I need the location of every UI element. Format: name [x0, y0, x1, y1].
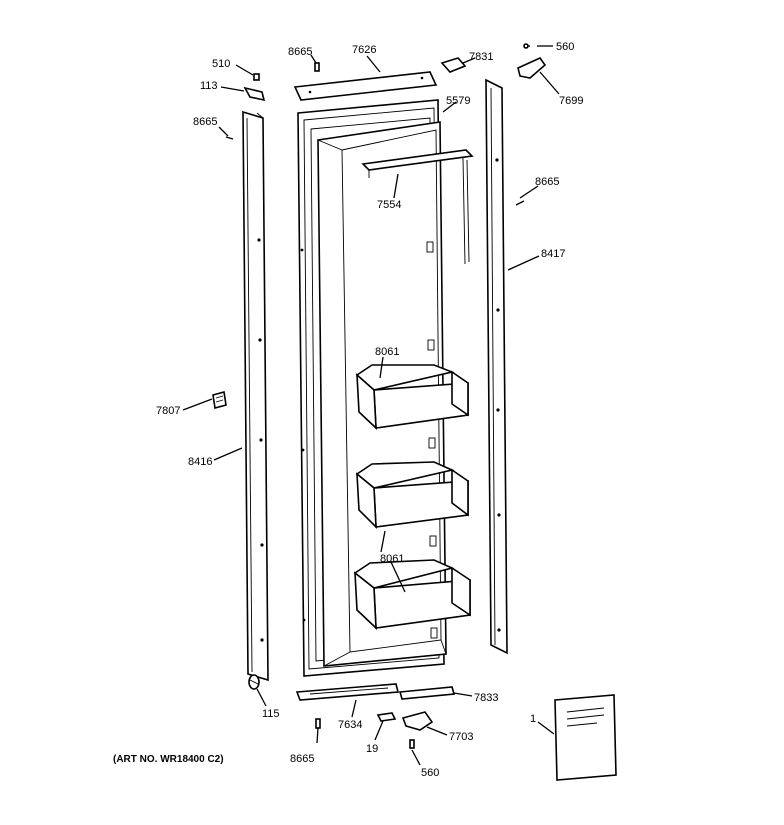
label-8061-top: 8061 [375, 346, 399, 358]
art-number: (ART NO. WR18400 C2) [113, 754, 224, 765]
screw-8665-bottom [315, 718, 321, 729]
screw-8665-right [515, 200, 525, 206]
label-7831: 7831 [469, 51, 493, 63]
label-7703: 7703 [449, 731, 473, 743]
label-510: 510 [212, 58, 230, 70]
cam-115 [248, 674, 260, 690]
label-8665-top: 8665 [288, 46, 312, 58]
door-shelf-bin-middle [355, 461, 469, 530]
left-side-trim-8416 [242, 110, 269, 682]
screw-560-top [523, 43, 530, 49]
hinge-7699 [517, 56, 547, 79]
label-1: 1 [530, 713, 536, 725]
top-bar-7554 [361, 149, 474, 265]
bottom-cap-7634 [295, 683, 400, 701]
top-cap-7626 [293, 71, 438, 101]
label-560-top: 560 [556, 41, 574, 53]
screw-510 [253, 73, 260, 81]
screw-560-bottom [409, 739, 415, 749]
label-8417: 8417 [541, 248, 565, 260]
label-7554: 7554 [377, 199, 401, 211]
label-7634: 7634 [338, 719, 362, 731]
screw-8665-top [314, 62, 320, 72]
manual-booklet-1 [554, 694, 617, 781]
bracket-7831 [440, 57, 467, 73]
label-7626: 7626 [352, 44, 376, 56]
label-8665-topleft: 8665 [193, 116, 217, 128]
label-7833: 7833 [474, 692, 498, 704]
label-8665-right: 8665 [535, 176, 559, 188]
leader-lines [182, 45, 560, 766]
label-19: 19 [366, 743, 378, 755]
part-labels: 510 113 8665 8665 7626 7831 560 7699 557… [113, 41, 583, 779]
label-5579: 5579 [446, 95, 470, 107]
label-7699: 7699 [559, 95, 583, 107]
screw-8665-topleft [225, 136, 234, 140]
hinge-7703 [401, 711, 434, 731]
label-8061-bottom: 8061 [380, 553, 404, 565]
label-8416: 8416 [188, 456, 212, 468]
label-560-bottom: 560 [421, 767, 439, 779]
label-115: 115 [262, 708, 280, 720]
door-shelf-bin-top [355, 364, 469, 430]
right-side-trim-8417 [485, 78, 508, 655]
door-shelf-bin-bottom [353, 559, 471, 630]
hinge-cover-113 [243, 86, 266, 102]
bushing-19 [376, 712, 397, 722]
bottom-trim-7833 [398, 686, 456, 700]
handle-clip-7807 [212, 390, 227, 410]
label-7807: 7807 [156, 405, 180, 417]
label-113: 113 [200, 80, 218, 92]
label-8665-bottom: 8665 [290, 753, 314, 765]
